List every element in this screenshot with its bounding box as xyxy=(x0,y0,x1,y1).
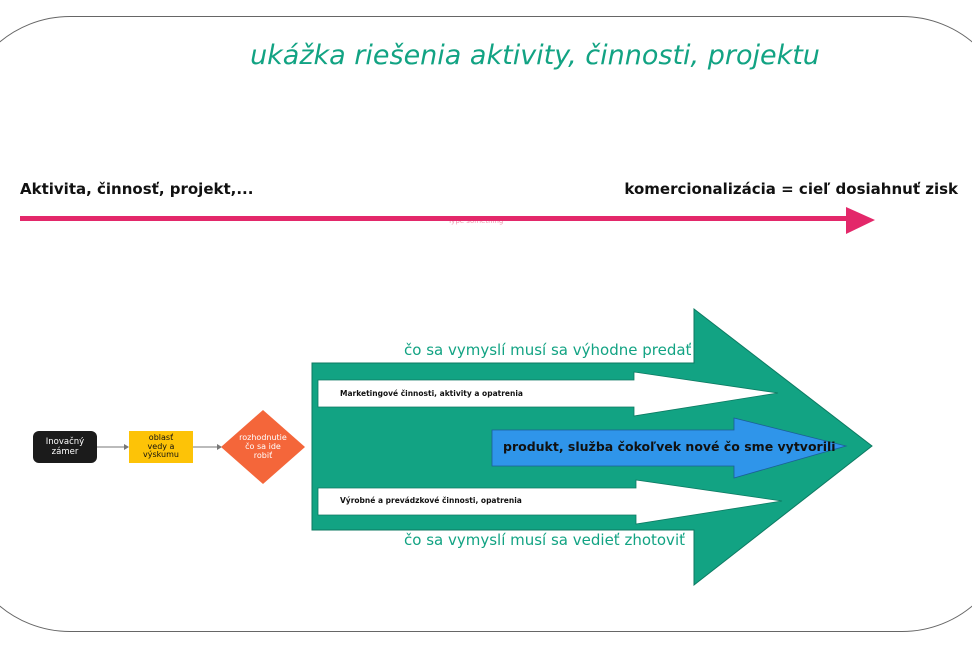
production-arrow xyxy=(317,479,783,525)
timeline-arrow xyxy=(20,207,875,234)
product-arrow xyxy=(491,417,848,479)
marketing-arrow xyxy=(317,371,779,417)
research-area-line1: oblasť xyxy=(148,432,174,442)
decision-line1: rozhodnutie xyxy=(239,433,287,442)
top-caption: čo sa vymyslí musí sa výhodne predať xyxy=(404,341,692,359)
marketing-label: Marketingové činnosti, aktivity a opatre… xyxy=(340,389,523,398)
flow-connector-1 xyxy=(97,444,129,450)
page-title: ukážka riešenia aktivity, činnosti, proj… xyxy=(250,40,820,71)
rounded-frame xyxy=(0,16,972,632)
production-label: Výrobné a prevádzkové činnosti, opatreni… xyxy=(340,496,522,505)
timeline-start-label: Aktivita, činnosť, projekt,... xyxy=(20,180,254,198)
timeline-end-label: komercionalizácia = cieľ dosiahnuť zisk xyxy=(624,180,958,198)
flow-connector-2 xyxy=(193,444,222,450)
bottom-caption: čo sa vymyslí musí sa vedieť zhotoviť xyxy=(404,531,685,549)
innovation-intent-label: Inovačný zámer xyxy=(45,437,85,457)
research-area-box[interactable]: oblasť vedy a výskumu xyxy=(129,431,193,463)
innovation-intent-box[interactable]: Inovačný zámer xyxy=(33,431,97,463)
product-label: produkt, služba čokoľvek nové čo sme vyt… xyxy=(503,439,836,454)
decision-line3: robiť xyxy=(253,451,273,461)
decision-label: rozhodnutie čo sa ide robiť xyxy=(222,433,304,461)
research-area-line2: vedy a výskumu xyxy=(143,441,179,460)
decision-line2: čo sa ide xyxy=(245,442,281,452)
decision-diamond xyxy=(221,410,305,484)
